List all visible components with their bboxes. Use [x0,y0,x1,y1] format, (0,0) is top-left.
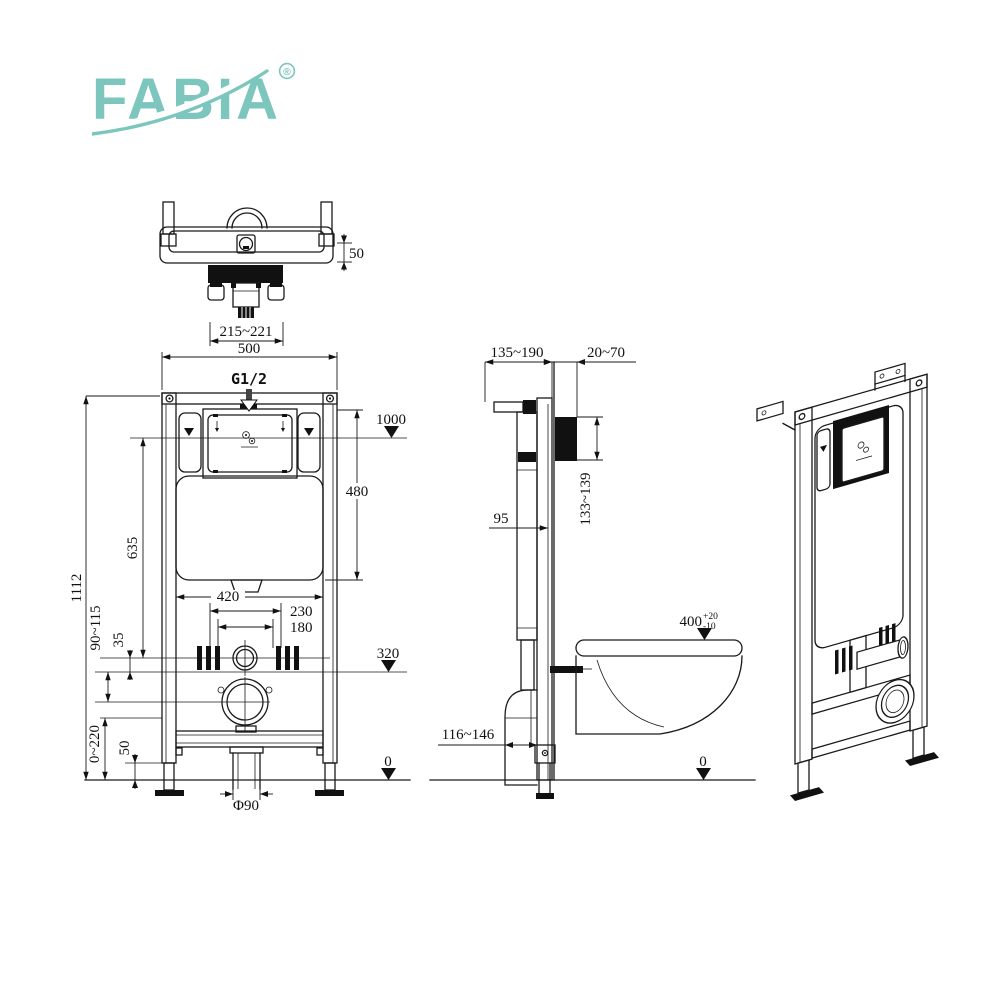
dim-label-0-220: 0~220 [87,725,103,763]
dim-label-leg-50: 50 [117,741,133,756]
dim-label-500: 500 [238,341,261,357]
inlet-label: G1/2 [231,370,267,388]
brand-name: FABIA [92,67,281,132]
side-frame [493,361,556,799]
level-label-0: 0 [384,754,392,770]
flush-plate [555,417,577,461]
dim-label-35: 35 [111,633,127,648]
dim-label-420: 420 [217,589,240,605]
front-dimensions: 500 G1/2 1000 480 635 1112 420 [70,341,406,814]
front-access-panel [178,408,321,479]
side-view: 135~190 20~70 133~139 95 400 +20 -10 116… [429,345,756,799]
top-view-dimensions: 50 215~221 [209,234,364,346]
isometric-view [756,362,939,801]
dim-label-50: 50 [349,246,364,262]
dim-label-635: 635 [125,537,141,560]
top-view-cistern-body [159,201,335,264]
dim-label-20-70: 20~70 [587,345,625,361]
registered-trademark-icon: ® [278,62,296,83]
wall-hung-toilet-bowl [575,639,743,735]
dim-label-400: 400 [680,614,703,630]
level-marker-icon [381,768,396,780]
front-drain-outlet [217,677,273,790]
dim-label-116-146: 116~146 [442,727,495,743]
level-marker-icon [384,426,399,438]
level-marker-icon [696,768,711,780]
front-frame [155,392,344,796]
dim-label-drain: Φ90 [233,798,259,814]
iso-feet [790,726,939,801]
level-label-320: 320 [377,646,400,662]
iso-frame [794,373,928,765]
side-dimensions: 135~190 20~70 133~139 95 400 +20 -10 116… [438,345,718,780]
top-view: 50 215~221 [159,201,364,346]
front-view: 500 G1/2 1000 480 635 1112 420 [70,341,411,814]
side-fixing-rod [550,666,592,673]
dim-label-133-139: 133~139 [578,472,594,525]
brand-logo: FABIA ® [92,58,322,148]
level-marker-icon [697,628,712,640]
top-view-flush-valve [207,265,285,318]
dim-label-230: 230 [290,604,313,620]
level-label-1000: 1000 [376,412,406,428]
iso-cistern [814,404,904,649]
level-label-0: 0 [699,754,707,770]
svg-text:®: ® [283,66,291,78]
dim-label-480: 480 [346,484,369,500]
iso-wall-brackets [756,362,906,431]
certification-mark-icon [241,431,258,448]
dim-label-tol-minus: -10 [703,622,716,632]
dim-label-180: 180 [290,620,313,636]
dim-label-90-115: 90~115 [88,605,104,650]
dim-label-135-190: 135~190 [490,345,543,361]
level-marker-icon [381,660,396,672]
dim-label-215-221: 215~221 [219,324,272,340]
dim-label-tol-plus: +20 [703,612,718,622]
side-cistern [504,411,538,786]
dim-label-1112: 1112 [70,574,85,603]
iso-plumbing [835,623,915,724]
dim-label-95: 95 [494,511,509,527]
inlet-arrow-icon [246,389,252,400]
front-cistern-tank [175,475,324,593]
